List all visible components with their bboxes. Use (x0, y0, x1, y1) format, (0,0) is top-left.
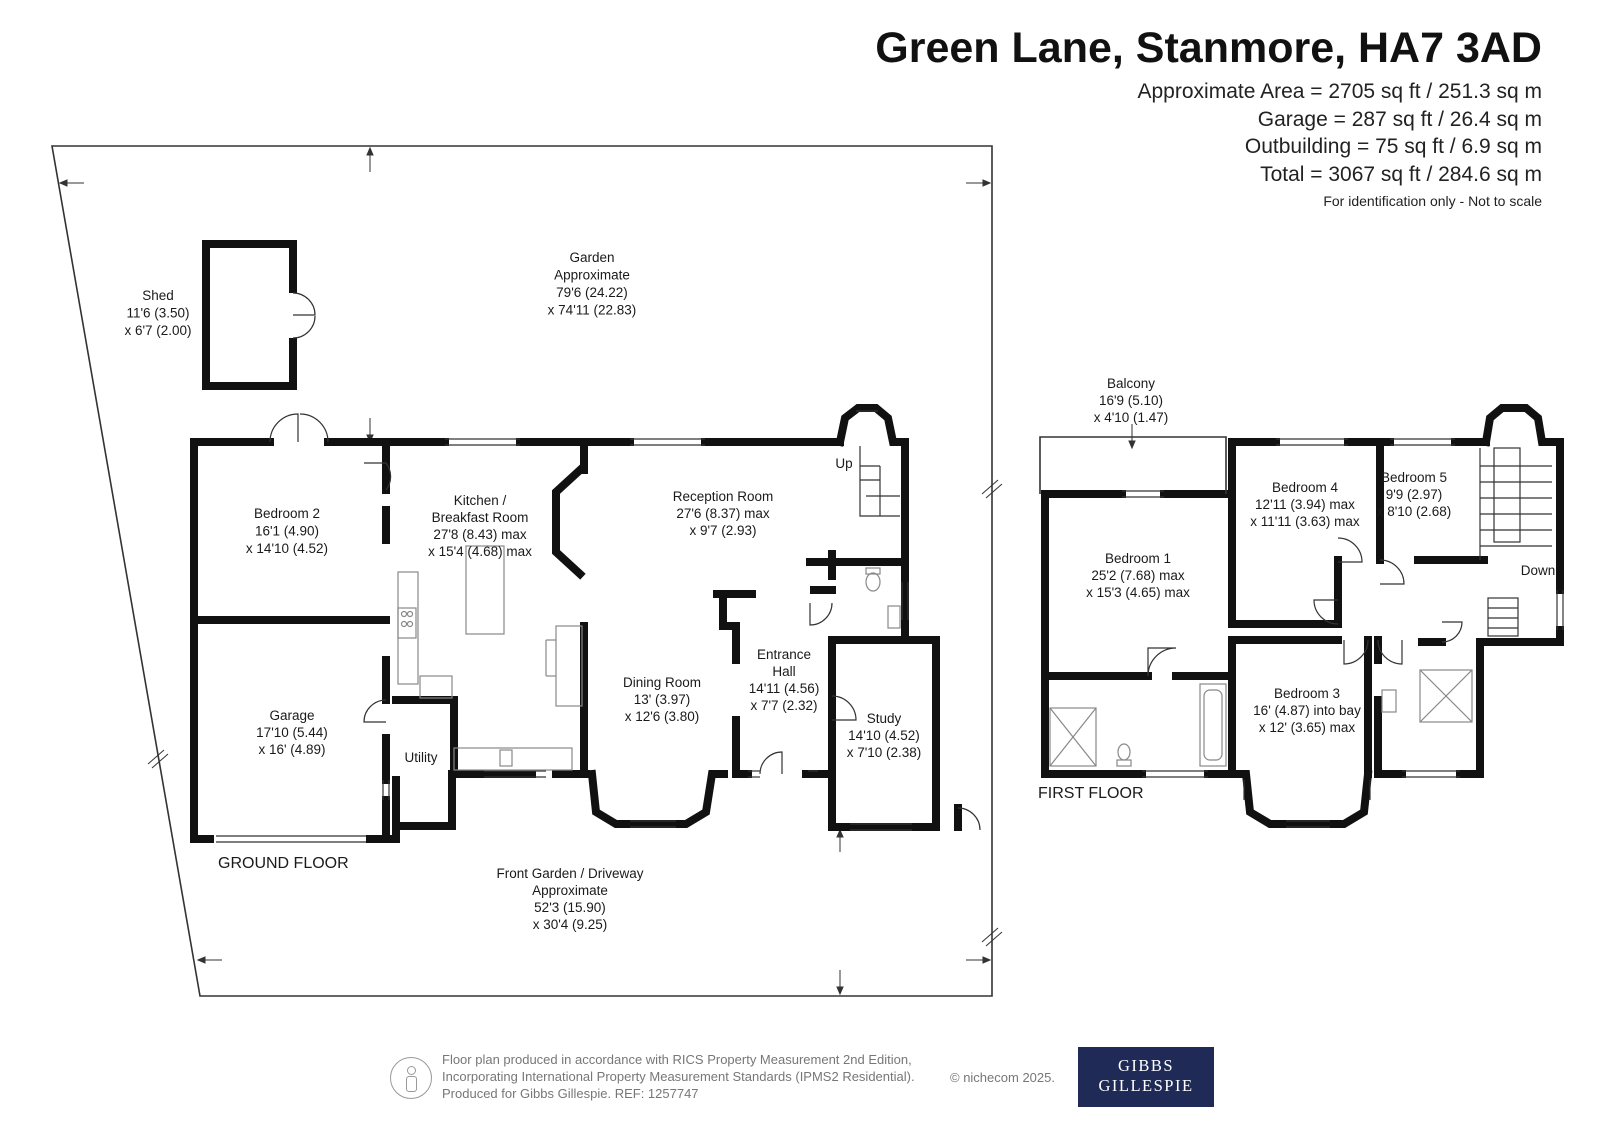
ipms-person-icon (390, 1057, 432, 1099)
footer: Floor plan produced in accordance with R… (390, 1051, 1210, 1123)
dimension-arrows (58, 146, 1136, 996)
utility-label: Utility (405, 750, 438, 765)
page-title: Green Lane, Stanmore, HA7 3AD (875, 24, 1542, 72)
shed-door-icon (292, 292, 316, 339)
first-floor-label: FIRST FLOOR (1038, 785, 1144, 802)
kitchen-fixtures (397, 545, 583, 771)
wc-fixtures (865, 567, 901, 629)
shed-outline (202, 240, 297, 390)
copyright: © nichecom 2025. (950, 1070, 1055, 1085)
total-area: Total = 3067 sq ft / 284.6 sq m (1260, 162, 1542, 186)
first-floor-doors (1147, 537, 1463, 677)
first-floor-walls (1041, 404, 1564, 828)
ground-floor-label: GROUND FLOOR (218, 855, 349, 872)
disclaimer-note: For identification only - Not to scale (1323, 193, 1542, 209)
break-marks (147, 479, 1003, 947)
first-stairs (1479, 447, 1552, 637)
outbuilding-area: Outbuilding = 75 sq ft / 6.9 sq m (1244, 135, 1542, 158)
ground-floor-doors (269, 413, 981, 831)
ground-floor-walls (190, 404, 962, 843)
ground-floor-windows (216, 410, 912, 843)
area-summary: Approximate Area = 2705 sq ft / 251.3 sq… (1138, 78, 1543, 212)
first-floor-windows (1122, 438, 1564, 828)
down-label: Down (1521, 563, 1556, 578)
ground-stairs (859, 446, 900, 517)
logo-line-2: GILLESPIE (1098, 1076, 1194, 1095)
footer-line-1: Floor plan produced in accordance with R… (442, 1052, 912, 1067)
footer-line-2: Incorporating International Property Mea… (442, 1069, 915, 1084)
logo-line-1: GIBBS (1117, 1056, 1175, 1075)
gibbs-gillespie-logo: GIBBS GILLESPIE (1078, 1047, 1214, 1107)
bathroom-fixtures (1049, 669, 1473, 767)
footer-line-3: Produced for Gibbs Gillespie. REF: 12577… (442, 1086, 699, 1101)
approximate-area: Approximate Area = 2705 sq ft / 251.3 sq… (1137, 80, 1543, 103)
balcony-outline (1039, 436, 1227, 494)
footer-text: Floor plan produced in accordance with R… (442, 1051, 915, 1102)
plot-boundary (51, 145, 993, 997)
up-label: Up (835, 456, 852, 471)
garage-area: Garage = 287 sq ft / 26.4 sq m (1257, 107, 1542, 131)
